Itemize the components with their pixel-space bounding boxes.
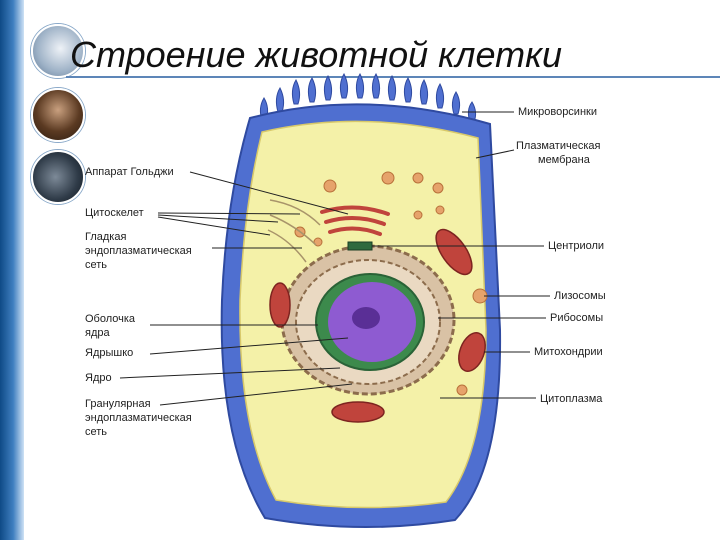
label-centrioles: Центриоли [548,240,605,252]
tools-thumbnail-icon [31,24,85,78]
label-cytoskeleton: Цитоскелет [85,207,144,219]
label-plasma-membrane-1: Плазматическая [516,140,601,152]
label-ribosomes: Рибосомы [550,312,604,324]
nucleolus [352,307,380,329]
cytoskeleton [267,199,321,263]
lysosomes [294,171,488,396]
label-nuclear-envelope-2: ядра [85,327,110,339]
label-nuclear-envelope-1: Оболочка [85,313,136,325]
label-plasma-membrane-2: мембрана [538,154,590,166]
label-rough-er-1: Гранулярная [85,398,151,410]
label-nucleus: Ядро [85,372,112,384]
label-rough-er-2: эндоплазматическая [85,412,192,424]
person-thumbnail-icon [31,88,85,142]
mitochondria [269,228,486,423]
label-lysosomes: Лизосомы [554,290,606,302]
side-decor-strip [0,0,24,540]
golgi-apparatus [320,205,390,236]
page-title: Строение животной клетки [70,34,563,75]
microvilli [259,72,477,123]
label-golgi: Аппарат Гольджи [85,166,174,178]
label-mitochondria: Митохондрии [534,346,603,358]
centrioles [347,241,373,251]
people-thumbnail-icon [31,150,85,204]
label-smooth-er-2: эндоплазматическая [85,245,192,257]
label-cytoplasm: Цитоплазма [540,393,603,405]
label-smooth-er-3: сеть [85,259,108,271]
label-nucleolus: Ядрышко [85,347,134,359]
leader-lines [119,111,550,406]
label-rough-er-3: сеть [85,426,108,438]
label-smooth-er-1: Гладкая [85,231,127,243]
label-microvilli: Микроворсинки [518,106,597,118]
